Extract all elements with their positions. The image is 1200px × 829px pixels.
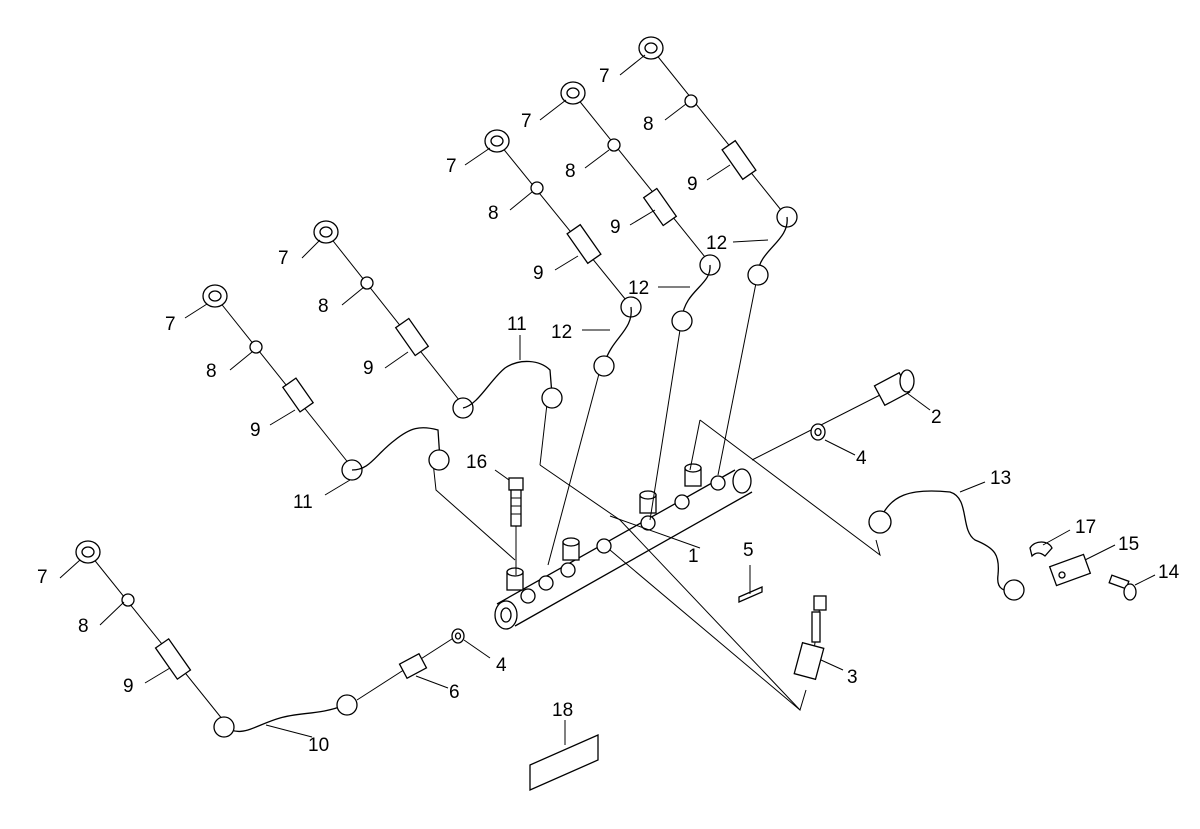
callout-8: 8 (565, 161, 576, 182)
callout-8: 8 (206, 361, 217, 382)
callout-12: 12 (628, 278, 649, 299)
callout-8: 8 (318, 296, 329, 317)
callout-12: 12 (706, 233, 727, 254)
callout-numbers: 1 2 3 4 4 5 6 7 8 9 10 7 8 9 11 7 8 9 11… (37, 66, 1180, 756)
sensor (793, 595, 827, 681)
callout-5: 5 (743, 540, 754, 561)
callout-13: 13 (990, 468, 1011, 489)
injector-stack-3 (484, 129, 642, 318)
callout-11: 11 (507, 314, 527, 335)
injector-stack-5 (638, 36, 798, 228)
callout-12: 12 (551, 322, 572, 343)
callout-9: 9 (687, 174, 698, 195)
callout-4: 4 (856, 448, 867, 469)
callout-2: 2 (931, 407, 942, 428)
callout-14: 14 (1158, 562, 1180, 583)
label-plates (529, 586, 763, 791)
callout-7: 7 (521, 111, 532, 132)
callout-7: 7 (278, 248, 289, 269)
callout-9: 9 (363, 358, 374, 379)
callout-4: 4 (496, 655, 507, 676)
callout-3: 3 (847, 667, 858, 688)
clamp-bracket (1029, 541, 1137, 601)
injector-stack-1 (202, 284, 363, 481)
bolt (508, 477, 524, 527)
injection-pipes (213, 216, 1025, 738)
callout-11: 11 (293, 492, 313, 513)
injector-stack-6 (75, 540, 224, 721)
callout-10: 10 (308, 735, 329, 756)
callout-7: 7 (446, 156, 457, 177)
fuel-rail (494, 463, 753, 630)
callout-7: 7 (165, 314, 176, 335)
callout-8: 8 (78, 616, 89, 637)
callout-9: 9 (533, 263, 544, 284)
callout-7: 7 (599, 66, 610, 87)
callout-1: 1 (688, 546, 699, 567)
injector-stack-4 (560, 81, 721, 276)
callout-leaders (59, 54, 1156, 745)
callout-8: 8 (488, 203, 499, 224)
callout-17: 17 (1075, 517, 1096, 538)
assembly-guide-lines (432, 277, 881, 711)
callout-9: 9 (610, 217, 621, 238)
callout-9: 9 (123, 676, 134, 697)
callout-8: 8 (643, 114, 654, 135)
callout-18: 18 (552, 700, 573, 721)
callout-16: 16 (466, 452, 487, 473)
callout-9: 9 (250, 420, 261, 441)
callout-6: 6 (449, 682, 460, 703)
callout-7: 7 (37, 567, 48, 588)
callout-15: 15 (1118, 534, 1139, 555)
pressure-sensor (751, 369, 915, 461)
injector-stack-2 (313, 220, 474, 419)
